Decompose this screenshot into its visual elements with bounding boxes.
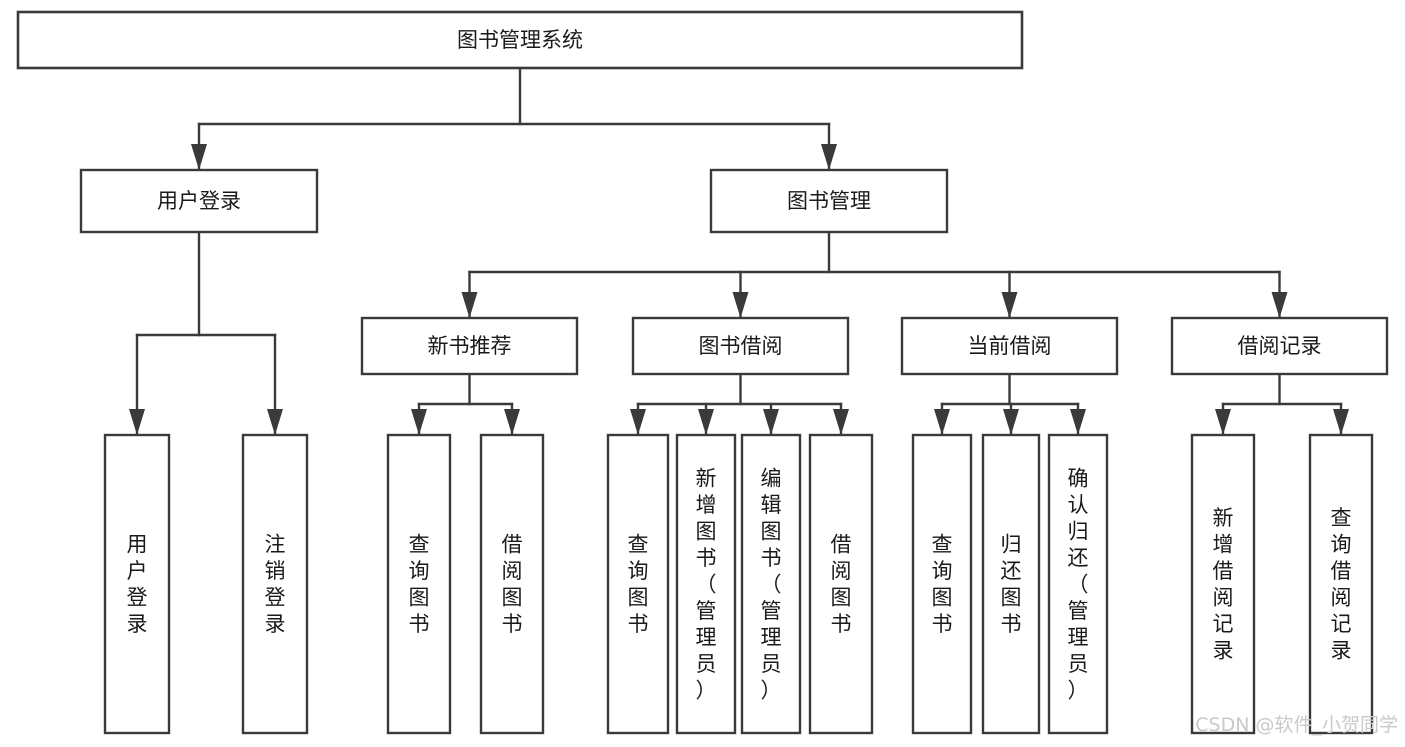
node-label-leaf-borrow-book-2: 借阅图书	[831, 533, 852, 637]
leaf-box-leaf-logout[interactable]	[241, 433, 309, 735]
arrow-head-icon-leaf-query-book-2	[630, 409, 646, 435]
node-box-user-login[interactable]	[79, 168, 319, 234]
node-box-borrow-record[interactable]	[1170, 316, 1389, 376]
arrow-head-icon-book-manage	[821, 144, 837, 170]
leaf-box-leaf-query-book-1[interactable]	[386, 433, 452, 735]
node-label-leaf-confirm-return: 确认归还（管理员）	[1068, 466, 1089, 702]
node-label-root: 图书管理系统	[457, 28, 583, 52]
arrow-head-icon-leaf-query-book-3	[934, 409, 950, 435]
node-label-leaf-return-book: 归还图书	[1001, 533, 1022, 637]
node-label-leaf-query-book-2: 查询图书	[628, 533, 649, 637]
arrow-head-icon-leaf-edit-book	[763, 409, 779, 435]
node-label-book-borrow: 图书借阅	[699, 334, 783, 358]
leaf-box-leaf-borrow-book-2[interactable]	[808, 433, 874, 735]
leaf-box-leaf-query-book-3[interactable]	[911, 433, 973, 735]
arrow-head-icon-current-borrow	[1001, 292, 1018, 318]
leaf-box-leaf-add-book[interactable]	[675, 433, 737, 735]
leaf-box-leaf-edit-book[interactable]	[740, 433, 802, 735]
node-box-book-borrow[interactable]	[631, 316, 850, 376]
node-label-new-book-recommend: 新书推荐	[428, 334, 512, 358]
node-label-leaf-query-book-1: 查询图书	[409, 533, 430, 637]
arrow-head-icon-borrow-record	[1271, 292, 1288, 318]
arrow-head-icon-leaf-logout	[267, 409, 283, 435]
node-label-leaf-query-book-3: 查询图书	[932, 533, 953, 637]
node-label-leaf-query-record: 查询借阅记录	[1331, 506, 1352, 663]
leaf-box-leaf-user-login[interactable]	[103, 433, 171, 735]
leaf-box-leaf-add-record[interactable]	[1190, 433, 1256, 735]
node-label-leaf-add-book: 新增图书（管理员）	[696, 466, 717, 702]
root-box-root[interactable]	[16, 10, 1024, 70]
node-label-leaf-borrow-book-1: 借阅图书	[502, 533, 523, 637]
node-label-borrow-record: 借阅记录	[1238, 334, 1322, 358]
arrow-head-icon-leaf-return-book	[1003, 409, 1019, 435]
arrow-head-icon-new-book-recommend	[461, 292, 478, 318]
leaf-box-leaf-query-book-2[interactable]	[606, 433, 670, 735]
arrow-head-icon-book-borrow	[732, 292, 749, 318]
node-label-leaf-logout: 注销登录	[265, 533, 286, 637]
leaf-box-leaf-return-book[interactable]	[981, 433, 1041, 735]
connector-layer	[129, 66, 1349, 435]
leaf-box-leaf-borrow-book-1[interactable]	[479, 433, 545, 735]
node-label-leaf-add-record: 新增借阅记录	[1213, 506, 1234, 663]
node-label-current-borrow: 当前借阅	[968, 334, 1052, 358]
leaf-box-leaf-confirm-return[interactable]	[1047, 433, 1109, 735]
node-box-new-book-recommend[interactable]	[360, 316, 579, 376]
leaf-box-leaf-query-record[interactable]	[1308, 433, 1374, 735]
arrow-head-icon-user-login	[191, 144, 207, 170]
arrow-head-icon-leaf-confirm-return	[1070, 409, 1086, 435]
node-label-leaf-user-login: 用户登录	[127, 533, 148, 637]
arrow-head-icon-leaf-add-book	[698, 409, 714, 435]
node-box-current-borrow[interactable]	[900, 316, 1119, 376]
node-box-book-manage[interactable]	[709, 168, 949, 234]
node-label-user-login: 用户登录	[157, 189, 241, 213]
node-layer: 图书管理系统用户登录图书管理新书推荐图书借阅当前借阅借阅记录用户登录注销登录查询…	[16, 10, 1389, 735]
arrow-head-icon-leaf-query-book-1	[411, 409, 427, 435]
csdn-watermark: CSDN @软件_小贺同学	[1195, 714, 1398, 736]
node-label-leaf-edit-book: 编辑图书（管理员）	[761, 466, 782, 702]
arrow-head-icon-leaf-add-record	[1215, 409, 1231, 435]
arrow-head-icon-leaf-query-record	[1333, 409, 1349, 435]
arrow-head-icon-leaf-borrow-book-1	[504, 409, 520, 435]
arrow-head-icon-leaf-borrow-book-2	[833, 409, 849, 435]
node-label-book-manage: 图书管理	[787, 189, 871, 213]
arrow-head-icon-leaf-user-login	[129, 409, 145, 435]
